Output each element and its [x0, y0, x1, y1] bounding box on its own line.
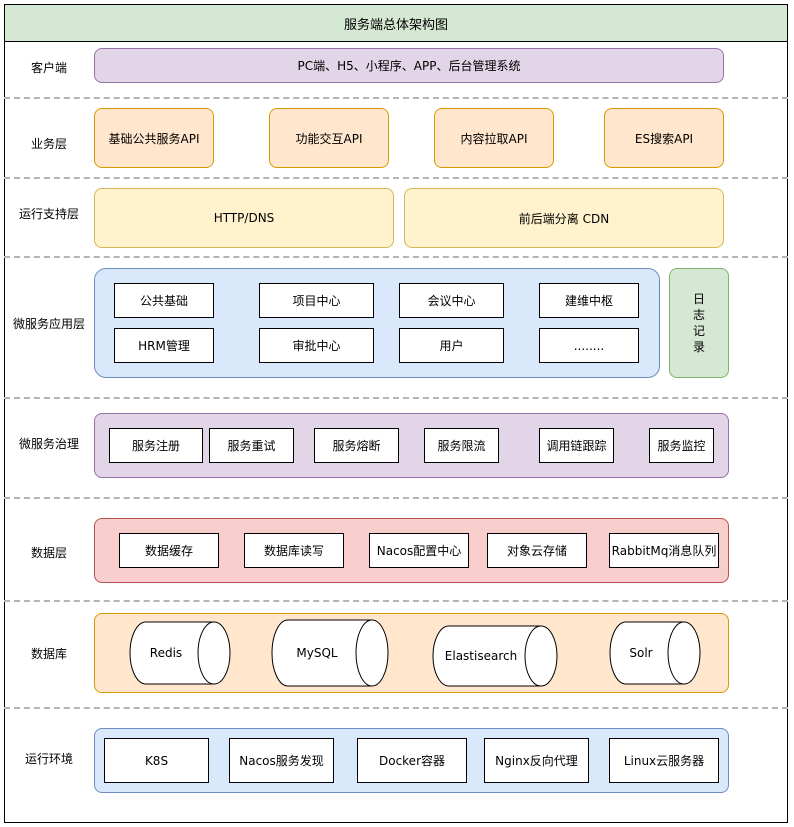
layer-label-governance: 微服务治理	[18, 437, 79, 451]
runtime-item: K8S	[104, 738, 209, 783]
microservice-module: ........	[539, 328, 639, 363]
support-box-http-dns: HTTP/DNS	[94, 188, 394, 248]
layer-label-database: 数据库	[30, 647, 67, 661]
layer-label-microservice-app: 微服务应用层	[12, 317, 85, 331]
database-label: MySQL	[296, 646, 338, 660]
client-box: PC端、H5、小程序、APP、后台管理系统	[94, 48, 724, 83]
layer-label-business: 业务层	[30, 137, 67, 151]
database-label: Solr	[629, 646, 652, 660]
layer-divider	[4, 497, 788, 499]
governance-item: 服务注册	[109, 428, 203, 463]
layer-label-support: 运行支持层	[18, 207, 79, 221]
microservice-module: 会议中心	[399, 283, 504, 318]
database-label: Redis	[150, 646, 182, 660]
data-layer-item: 对象云存储	[487, 533, 587, 568]
data-layer-item: 数据库读写	[244, 533, 344, 568]
layer-divider	[4, 177, 788, 179]
business-api-box: 功能交互API	[269, 108, 389, 168]
governance-item: 服务重试	[209, 428, 294, 463]
support-box-cdn: 前后端分离 CDN	[404, 188, 724, 248]
runtime-item: Nginx反向代理	[484, 738, 589, 783]
layer-label-data: 数据层	[30, 546, 67, 560]
microservice-module: 审批中心	[259, 328, 374, 363]
governance-item: 服务限流	[424, 428, 499, 463]
business-api-box: ES搜索API	[604, 108, 724, 168]
microservice-module: 公共基础	[114, 283, 214, 318]
governance-item: 服务监控	[649, 428, 714, 463]
layer-divider	[4, 707, 788, 709]
microservice-module: 项目中心	[259, 283, 374, 318]
database-label: Elastisearch	[445, 649, 517, 663]
governance-item: 服务熔断	[314, 428, 399, 463]
layer-label-runtime: 运行环境	[24, 752, 73, 766]
microservice-module: 建维中枢	[539, 283, 639, 318]
runtime-item: Linux云服务器	[609, 738, 719, 783]
layer-divider	[4, 97, 788, 99]
runtime-item: Nacos服务发现	[229, 738, 334, 783]
microservice-module: 用户	[399, 328, 504, 363]
data-layer-item: RabbitMq消息队列	[609, 533, 719, 568]
business-api-box: 基础公共服务API	[94, 108, 214, 168]
database-cylinder-mysql: MySQL	[271, 619, 389, 687]
database-cylinder-solr: Solr	[609, 621, 701, 685]
runtime-item: Docker容器	[357, 738, 467, 783]
layer-divider	[4, 397, 788, 399]
data-layer-item: Nacos配置中心	[369, 533, 469, 568]
database-cylinder-elasticsearch: Elastisearch	[432, 625, 558, 687]
log-record-box: 日志记录	[669, 268, 729, 378]
business-api-box: 内容拉取API	[434, 108, 554, 168]
database-cylinder-redis: Redis	[129, 621, 231, 685]
governance-item: 调用链跟踪	[539, 428, 614, 463]
microservice-module: HRM管理	[114, 328, 214, 363]
layer-label-client: 客户端	[30, 61, 67, 75]
diagram-title: 服务端总体架构图	[4, 4, 788, 42]
layer-divider	[4, 256, 788, 258]
layer-divider	[4, 600, 788, 602]
log-record-label: 日志记录	[692, 292, 705, 354]
data-layer-item: 数据缓存	[119, 533, 219, 568]
